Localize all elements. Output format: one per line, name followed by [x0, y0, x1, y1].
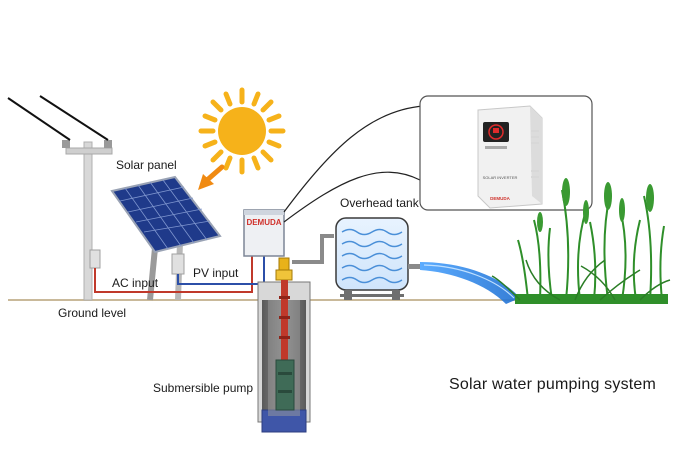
sun-icon	[198, 87, 286, 175]
label-ground-level: Ground level	[58, 306, 127, 320]
water-jet	[420, 262, 520, 304]
label-solar-panel: Solar panel	[116, 158, 177, 172]
label-submersible-pump: Submersible pump	[153, 381, 254, 395]
water-pipe	[292, 234, 334, 264]
inverter-icon	[419, 95, 593, 211]
solar-panel-icon	[110, 175, 222, 301]
grass-icon	[491, 178, 671, 304]
label-pv-input: PV input	[193, 266, 239, 280]
diagram-title: Solar water pumping system	[449, 376, 657, 393]
inverter-model: SOLAR INVERTER	[483, 175, 518, 180]
arrow-icon	[198, 164, 225, 190]
pv-input-wire	[177, 256, 265, 285]
power-pole-icon	[7, 95, 113, 301]
label-ac-input: AC input	[112, 276, 159, 290]
ac-input-wire	[94, 256, 253, 293]
pump-icon	[275, 257, 295, 411]
label-overhead-tank: Overhead tank	[340, 196, 419, 210]
inverter-brand: DEMUDA	[490, 196, 510, 201]
controller-brand: DEMUDA	[246, 218, 281, 227]
water-tank-icon	[335, 217, 420, 300]
controller-box-icon	[243, 209, 285, 257]
callout-lines	[283, 105, 425, 223]
